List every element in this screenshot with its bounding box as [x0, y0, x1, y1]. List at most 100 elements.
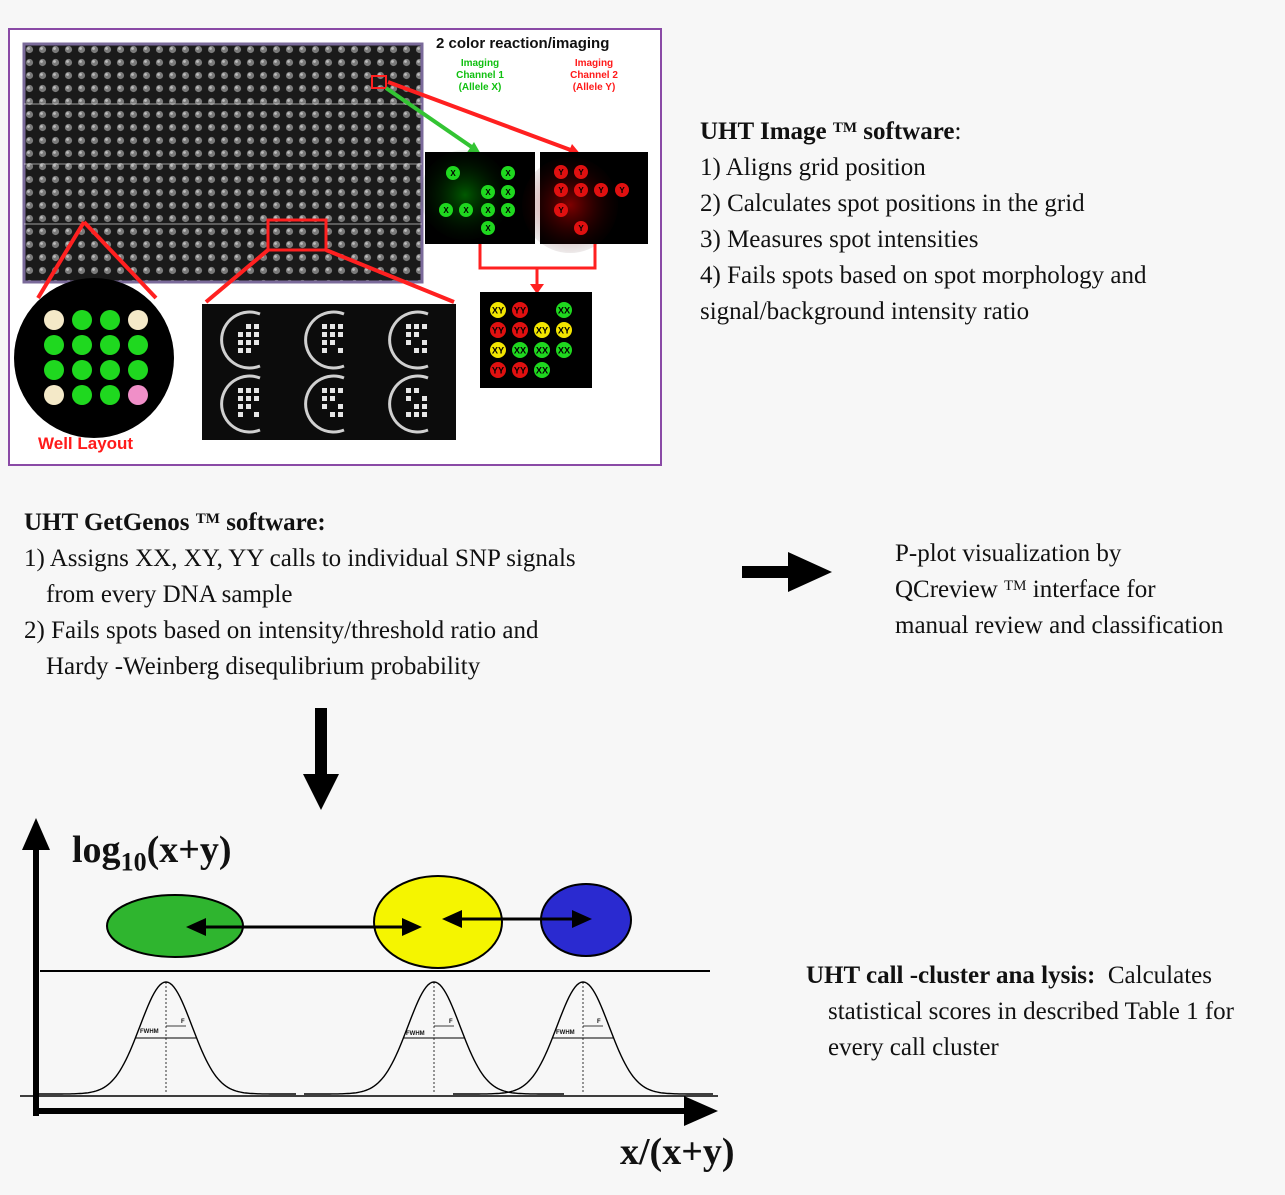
channel1-label: Imaging Channel 1 (Allele X) [444, 58, 516, 94]
merged-spot: XY [490, 302, 506, 318]
well-spot [100, 335, 120, 355]
uht-image-title: UHT Image TM software: [700, 114, 1147, 150]
gaussian-peak [36, 981, 296, 1095]
green-spot: X [446, 166, 460, 180]
merged-spot: XY [556, 322, 572, 338]
cluster-title-text: UHT call -cluster ana lysis: [806, 962, 1096, 989]
merged-spot: XX [556, 302, 572, 318]
right-arrow [742, 552, 832, 592]
zoom-well [388, 374, 429, 434]
svg-text:X: X [463, 206, 469, 215]
svg-text:Y: Y [598, 186, 604, 195]
svg-text:Y: Y [619, 186, 625, 195]
svg-text:X: X [485, 188, 491, 197]
merged-spot: XX [534, 362, 550, 378]
red-spot: Y [574, 221, 588, 235]
ylabel-log: log [72, 829, 121, 871]
gaussian-peak [453, 981, 713, 1095]
peak-label: FWHM [406, 1031, 425, 1037]
merged-spot: XY [534, 322, 550, 338]
peak-mark: F [597, 1019, 601, 1025]
zoom-well [388, 310, 429, 370]
getgenos-line: 1) Assigns XX, XY, YY calls to individua… [24, 545, 576, 572]
peak-mark: F [181, 1019, 185, 1025]
getgenos-block: UHT GetGenos TM software: 1) Assigns XX,… [24, 505, 576, 685]
getgenos-line: Hardy -Weinberg disequlibrium probabilit… [46, 653, 481, 680]
svg-text:X: X [505, 206, 511, 215]
green-spot: X [439, 203, 453, 217]
merged-spot: YY [512, 302, 528, 318]
well-spot [44, 335, 64, 355]
gaussian-peaks [36, 981, 713, 1095]
getgenos-line: from every DNA sample [46, 581, 293, 608]
ylabel-sub: 10 [120, 847, 147, 877]
well-spots [44, 310, 148, 405]
double-arrow-1 [186, 918, 422, 936]
red-spot: Y [554, 183, 568, 197]
well-spot [72, 335, 92, 355]
merged-spot: XX [512, 342, 528, 358]
plot-xlabel: x/(x+y) [620, 1131, 735, 1173]
red-spot: Y [574, 165, 588, 179]
zoom-well [220, 374, 261, 434]
selection-box-small [371, 75, 387, 89]
svg-text:XX: XX [514, 346, 527, 356]
well-zoom-image [202, 304, 456, 440]
tm-mark: TM [832, 120, 858, 136]
uht-image-item: signal/background intensity ratio [700, 298, 1030, 325]
peak-label: FWHM [556, 1030, 575, 1036]
svg-text:XX: XX [558, 346, 571, 356]
microarray-grid [22, 42, 424, 284]
well-spot [128, 335, 148, 355]
pplot-line: manual review and classification [895, 612, 1224, 639]
well-spot [128, 385, 148, 405]
pplot-block: P-plot visualization by QCreview TM inte… [895, 536, 1223, 644]
gaussian-peak [304, 981, 564, 1095]
cluster-block: UHT call -cluster ana lysis: Calculates … [806, 958, 1285, 1066]
pplot-interface: interface for [1032, 576, 1156, 603]
green-spot: X [481, 221, 495, 235]
zoom-well [304, 374, 345, 434]
svg-text:XY: XY [492, 346, 504, 356]
well-spot [44, 360, 64, 380]
red-spot: Y [615, 183, 629, 197]
svg-text:XY: XY [536, 326, 548, 336]
svg-text:X: X [485, 206, 491, 215]
well-spot [44, 310, 64, 330]
svg-text:XX: XX [558, 306, 571, 316]
well-spot [100, 310, 120, 330]
svg-text:YY: YY [514, 306, 526, 316]
double-arrow-2 [442, 910, 592, 928]
red-spot: Y [574, 183, 588, 197]
green-spot: X [459, 203, 473, 217]
peak-mark: F [449, 1019, 453, 1025]
merged-spot: XX [534, 342, 550, 358]
green-spot: X [481, 203, 495, 217]
getgenos-title-suffix: software: [226, 509, 326, 536]
svg-text:XX: XX [536, 366, 549, 376]
svg-text:Y: Y [558, 206, 564, 215]
merged-spot: YY [512, 362, 528, 378]
well-spot [100, 360, 120, 380]
svg-text:X: X [485, 224, 491, 233]
svg-text:XY: XY [558, 326, 570, 336]
zoom-well [220, 310, 261, 370]
svg-text:YY: YY [514, 366, 526, 376]
uht-image-title-suffix: software [863, 118, 955, 145]
well-spot [72, 360, 92, 380]
channel1-label-line: Imaging [460, 58, 500, 69]
cluster-title: UHT call -cluster ana lysis: Calculates [806, 958, 1285, 994]
red-spot: Y [554, 165, 568, 179]
well-spot [128, 360, 148, 380]
getgenos-title: UHT GetGenos TM software: [24, 505, 576, 541]
svg-text:Y: Y [558, 168, 564, 177]
uht-image-colon: : [954, 118, 962, 145]
green-spot: X [501, 166, 515, 180]
cluster-ellipse-xy [373, 875, 503, 969]
svg-text:X: X [505, 169, 511, 178]
svg-text:Y: Y [558, 186, 564, 195]
